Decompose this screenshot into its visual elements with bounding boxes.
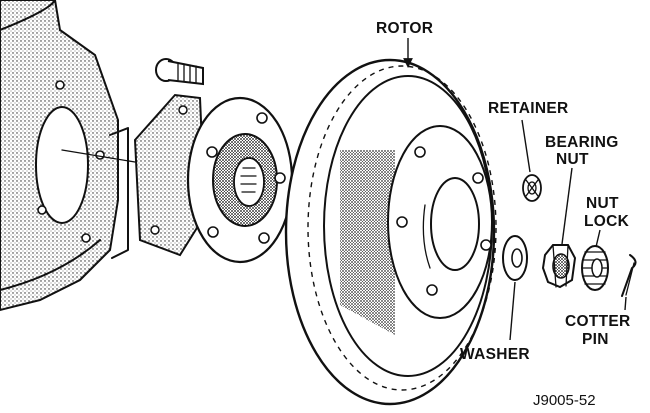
label-retainer: RETAINER (488, 100, 568, 117)
label-bearing-nut-1: BEARING (545, 134, 619, 151)
leader-bearing-nut (561, 167, 573, 245)
cotter-pin (621, 254, 637, 297)
label-nut-lock-1: NUT (586, 195, 619, 212)
figure-id: J9005-52 (533, 392, 596, 409)
leader-washer (509, 281, 516, 341)
wheel-stud (155, 58, 204, 86)
retainer (522, 174, 542, 202)
bearing-nut (541, 244, 577, 289)
brake-rotor (284, 58, 497, 406)
label-cotter-pin-1: COTTER (565, 313, 631, 330)
label-nut-lock-2: LOCK (584, 213, 630, 230)
hub-bearing-assembly (133, 93, 294, 264)
washer (502, 235, 528, 281)
leader-nut-lock (595, 229, 601, 248)
leader-cotter-pin (624, 296, 627, 311)
steering-knuckle (0, 0, 129, 312)
label-washer: WASHER (460, 346, 530, 363)
axis-line-left (61, 149, 136, 163)
label-rotor: ROTOR (376, 20, 433, 37)
leader-retainer (521, 119, 531, 173)
nut-lock (581, 245, 609, 291)
label-bearing-nut-2: NUT (556, 151, 589, 168)
label-cotter-pin-2: PIN (582, 331, 609, 348)
